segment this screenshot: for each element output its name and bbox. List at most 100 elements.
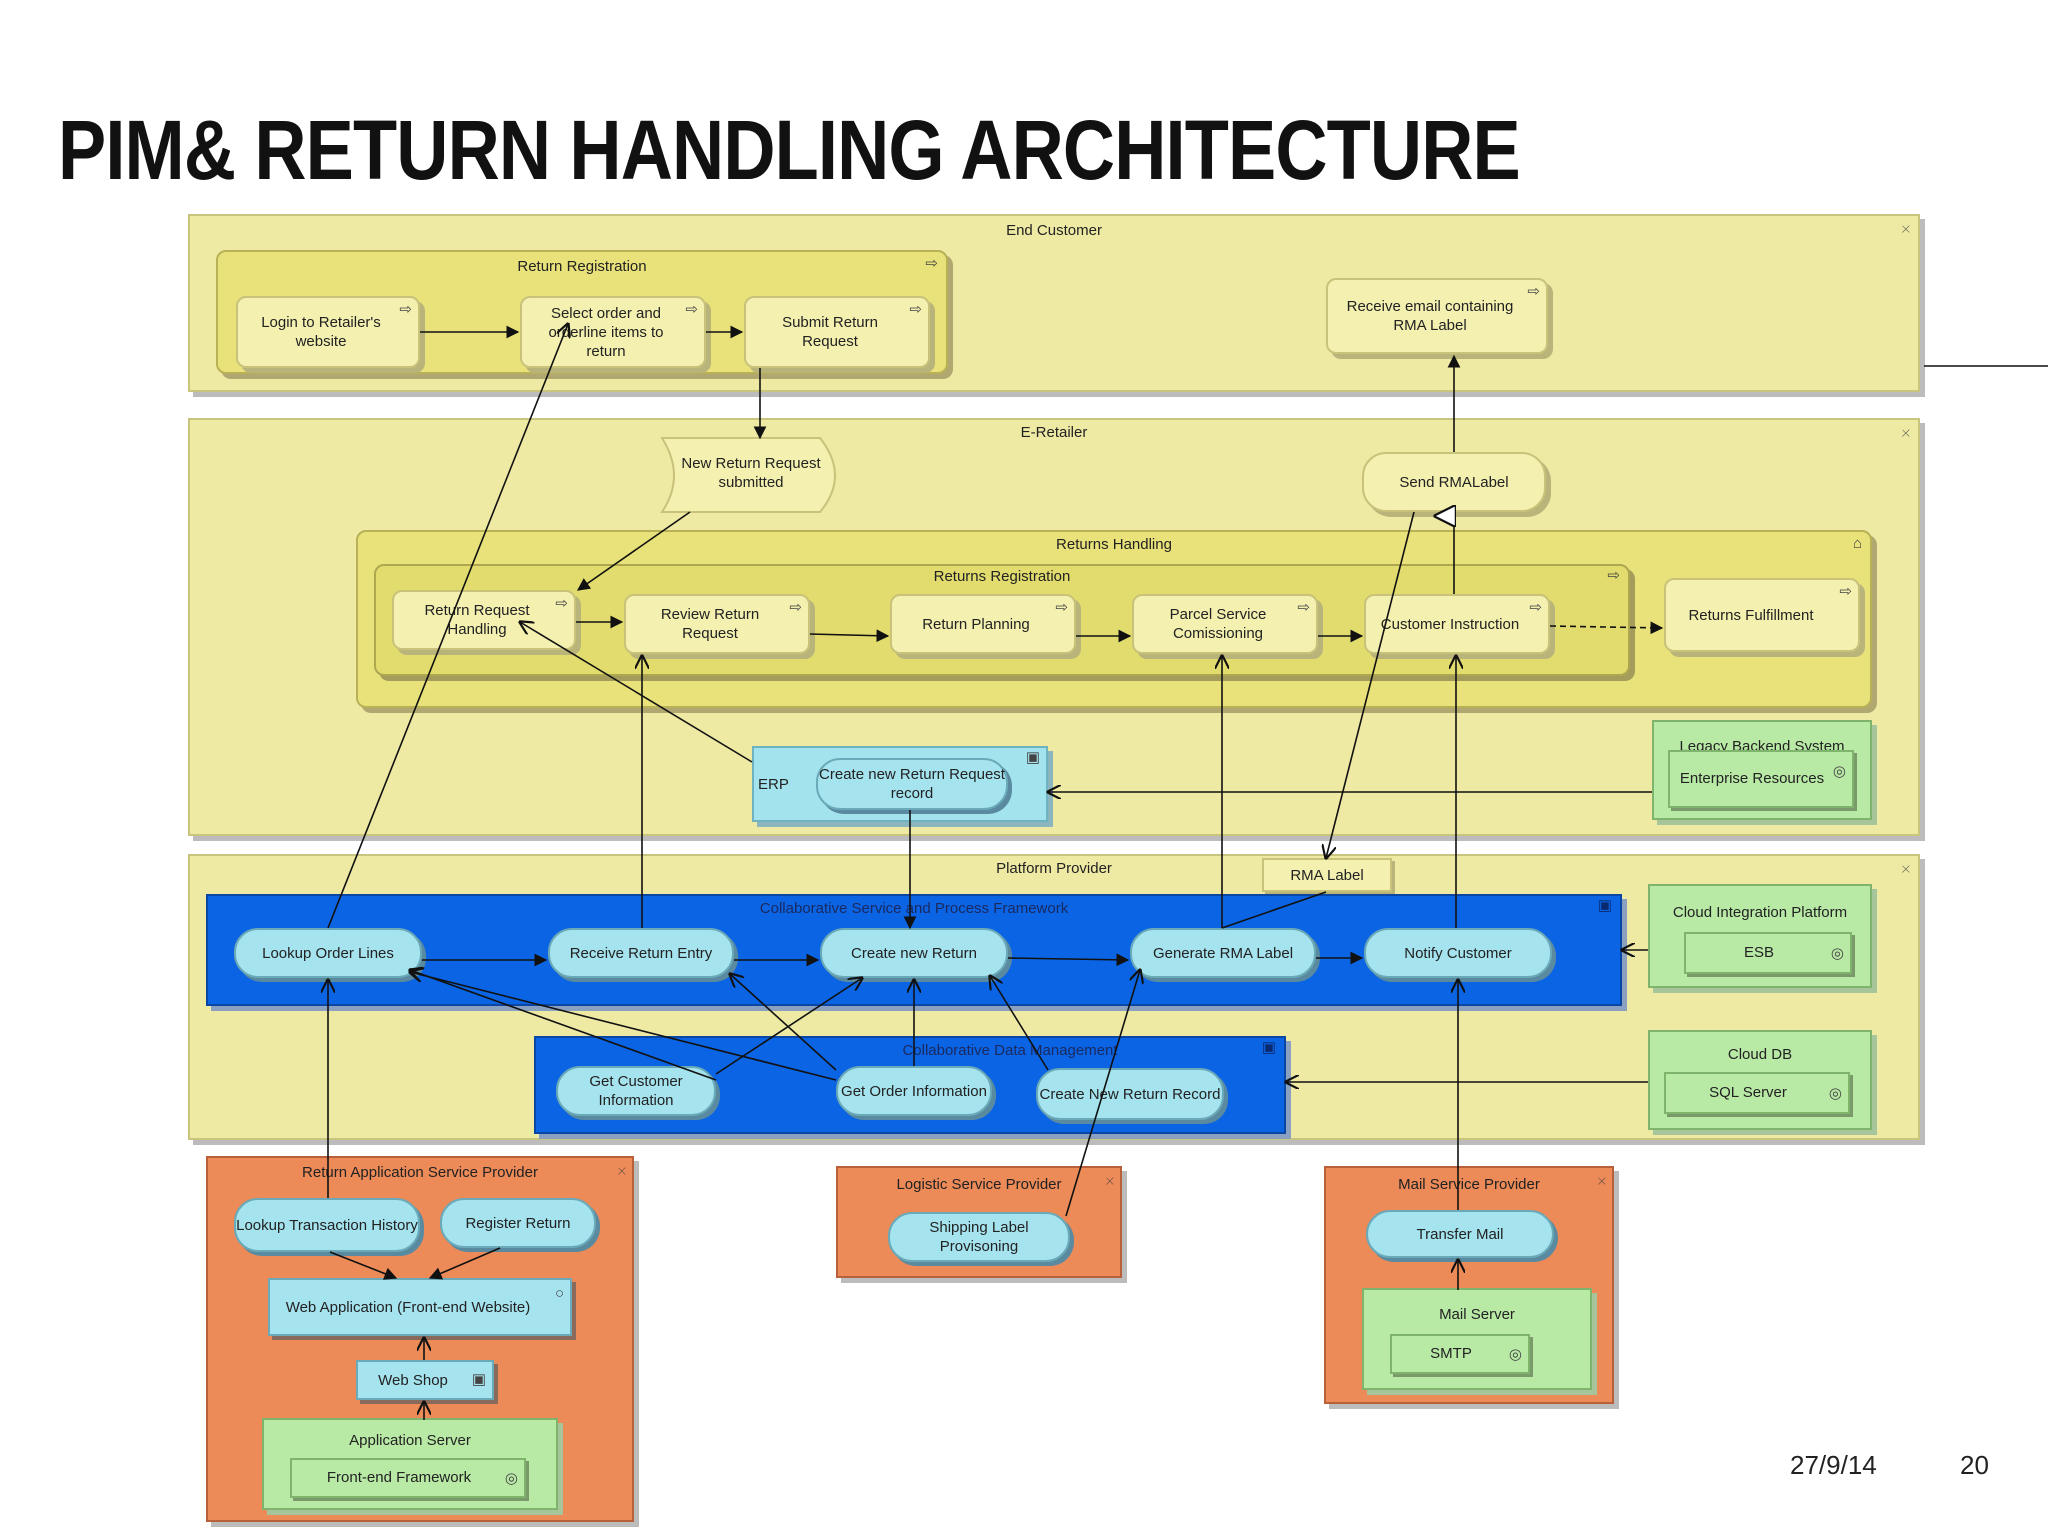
lookup-history-label: Lookup Transaction History: [236, 1216, 418, 1234]
web-shop-component[interactable]: Web Shop ▣: [356, 1360, 494, 1400]
transfer-mail-service[interactable]: Transfer Mail: [1366, 1210, 1554, 1258]
mail-provider-label: Mail Service Provider: [1398, 1176, 1540, 1193]
system-software-icon: ○: [554, 1285, 564, 1302]
enterprise-resources-label: Enterprise Resources: [1679, 770, 1825, 787]
select-order-label: Select order and orderline items to retu…: [548, 304, 664, 360]
notify-customer-service[interactable]: Notify Customer: [1364, 928, 1552, 978]
submit-request-process[interactable]: Submit Return Request ⇨: [744, 296, 930, 368]
end-customer-label: End Customer: [1006, 222, 1102, 239]
enterprise-resources-system[interactable]: Enterprise Resources ◎: [1668, 750, 1854, 808]
arrow-right-icon: ⇨: [399, 301, 412, 318]
line-order-lookup: [410, 972, 837, 1081]
arrow-right-icon: ⇨: [685, 301, 698, 318]
return-registration-label: Return Registration: [517, 258, 647, 275]
line-instruction-fulfillment: [1549, 621, 1664, 635]
mail-server-label: Mail Server: [1439, 1306, 1515, 1323]
component-icon: ▣: [1597, 897, 1612, 914]
receive-return-entry-service[interactable]: Receive Return Entry: [548, 928, 734, 978]
function-icon: ⇨: [925, 255, 938, 272]
line-register-webapp: [428, 1247, 501, 1280]
line-lookup-select: [327, 324, 568, 929]
web-application-label: Web Application (Front-end Website): [285, 1298, 531, 1316]
create-return-record-service[interactable]: Create New Return Record: [1036, 1068, 1224, 1120]
arrow-right-icon: ⇨: [555, 595, 568, 612]
create-record-label: Create new Return Request record: [819, 766, 1005, 802]
new-request-event[interactable]: [660, 436, 852, 516]
system-software-icon: ◎: [1508, 1346, 1522, 1363]
arrow-right-icon: ⇨: [909, 301, 922, 318]
return-app-provider-label: Return Application Service Provider: [302, 1164, 538, 1181]
actor-icon: 🞨: [1901, 221, 1910, 238]
component-icon: ▣: [471, 1371, 486, 1388]
send-rma-label: Send RMALabel: [1399, 473, 1509, 491]
slide-page-number: 20: [1960, 1450, 1989, 1480]
create-record-service[interactable]: Create new Return Request record: [816, 758, 1008, 810]
rma-label-text: RMA Label: [1290, 866, 1364, 884]
login-process[interactable]: Login to Retailer's website ⇨: [236, 296, 420, 368]
esb-system[interactable]: ESB ◎: [1684, 932, 1852, 974]
get-order-info-service[interactable]: Get Order Information: [836, 1066, 992, 1116]
create-new-return-service[interactable]: Create new Return: [820, 928, 1008, 978]
new-request-event-label: New Return Request submitted: [681, 455, 821, 491]
line-customer-create: [715, 978, 862, 1075]
sql-server-system[interactable]: SQL Server ◎: [1664, 1072, 1850, 1114]
return-request-handling-label: Return Request Handling: [424, 602, 530, 638]
receive-return-entry-label: Receive Return Entry: [569, 944, 713, 962]
shipping-label-service[interactable]: Shipping Label Provisoning: [888, 1212, 1070, 1262]
e-retailer-label: E-Retailer: [1020, 424, 1088, 441]
return-planning-process[interactable]: Return Planning ⇨: [890, 594, 1076, 654]
cloud-integration-label: Cloud Integration Platform: [1672, 904, 1848, 921]
notify-customer-label: Notify Customer: [1404, 944, 1512, 962]
collab-data-label: Collaborative Data Management: [902, 1042, 1118, 1059]
customer-instruction-label: Customer Instruction: [1380, 615, 1520, 633]
sql-server-label: SQL Server: [1709, 1084, 1787, 1101]
app-server-label: Application Server: [349, 1432, 471, 1449]
page-title: PIM& RETURN HANDLING ARCHITECTURE: [58, 103, 1521, 197]
logistic-provider-label: Logistic Service Provider: [896, 1176, 1062, 1193]
login-label: Login to Retailer's website: [261, 314, 381, 350]
generate-rma-label: Generate RMA Label: [1152, 944, 1294, 962]
actor-icon: 🞨: [1597, 1173, 1606, 1190]
parcel-service-process[interactable]: Parcel Service Comissioning ⇨: [1132, 594, 1318, 654]
smtp-label: SMTP: [1430, 1345, 1472, 1362]
cloud-db-label: Cloud DB: [1727, 1046, 1793, 1063]
component-icon: ▣: [1025, 749, 1040, 766]
lookup-order-lines-service[interactable]: Lookup Order Lines: [234, 928, 422, 978]
esb-label: ESB: [1743, 944, 1774, 961]
arrow-right-icon: ⇨: [1297, 599, 1310, 616]
get-customer-info-service[interactable]: Get Customer Information: [556, 1066, 716, 1116]
smtp-system[interactable]: SMTP ◎: [1390, 1334, 1530, 1374]
web-application-component[interactable]: Web Application (Front-end Website) ○: [268, 1278, 572, 1336]
return-planning-label: Return Planning: [922, 615, 1030, 633]
returns-registration-label: Returns Registration: [933, 568, 1071, 585]
actor-icon: 🞨: [617, 1163, 626, 1180]
lookup-history-service[interactable]: Lookup Transaction History: [234, 1198, 420, 1252]
component-icon: ▣: [1261, 1039, 1276, 1056]
system-software-icon: ◎: [1828, 1085, 1842, 1102]
system-software-icon: ◎: [1830, 945, 1844, 962]
line-shipping-generate: [1065, 970, 1140, 1217]
function-icon: ⌂: [1852, 535, 1862, 552]
get-order-info-label: Get Order Information: [841, 1082, 987, 1100]
arrow-right-icon: ⇨: [1527, 283, 1540, 300]
front-end-framework-system[interactable]: Front-end Framework ◎: [290, 1458, 526, 1498]
return-request-handling-process[interactable]: Return Request Handling ⇨: [392, 590, 576, 650]
returns-fulfillment-process[interactable]: Returns Fulfillment ⇨: [1664, 578, 1860, 652]
slide-date: 27/9/14: [1790, 1450, 1877, 1480]
arrow-right-icon: ⇨: [1055, 599, 1068, 616]
select-order-process[interactable]: Select order and orderline items to retu…: [520, 296, 706, 368]
register-return-service[interactable]: Register Return: [440, 1198, 596, 1248]
review-request-process[interactable]: Review Return Request ⇨: [624, 594, 810, 654]
arrow-right-icon: ⇨: [1529, 599, 1542, 616]
receive-email-process[interactable]: Receive email containing RMA Label ⇨: [1326, 278, 1548, 354]
web-shop-label: Web Shop: [378, 1371, 448, 1389]
line-event-rrh: [576, 511, 691, 591]
line-customer-lookup: [410, 970, 717, 1081]
line-record-create2: [990, 976, 1049, 1071]
line-review-planning: [809, 629, 890, 643]
generate-rma-service[interactable]: Generate RMA Label: [1130, 928, 1316, 978]
customer-instruction-process[interactable]: Customer Instruction ⇨: [1364, 594, 1550, 654]
arrow-right-icon: ⇨: [1607, 567, 1620, 584]
system-software-icon: ◎: [504, 1470, 518, 1487]
